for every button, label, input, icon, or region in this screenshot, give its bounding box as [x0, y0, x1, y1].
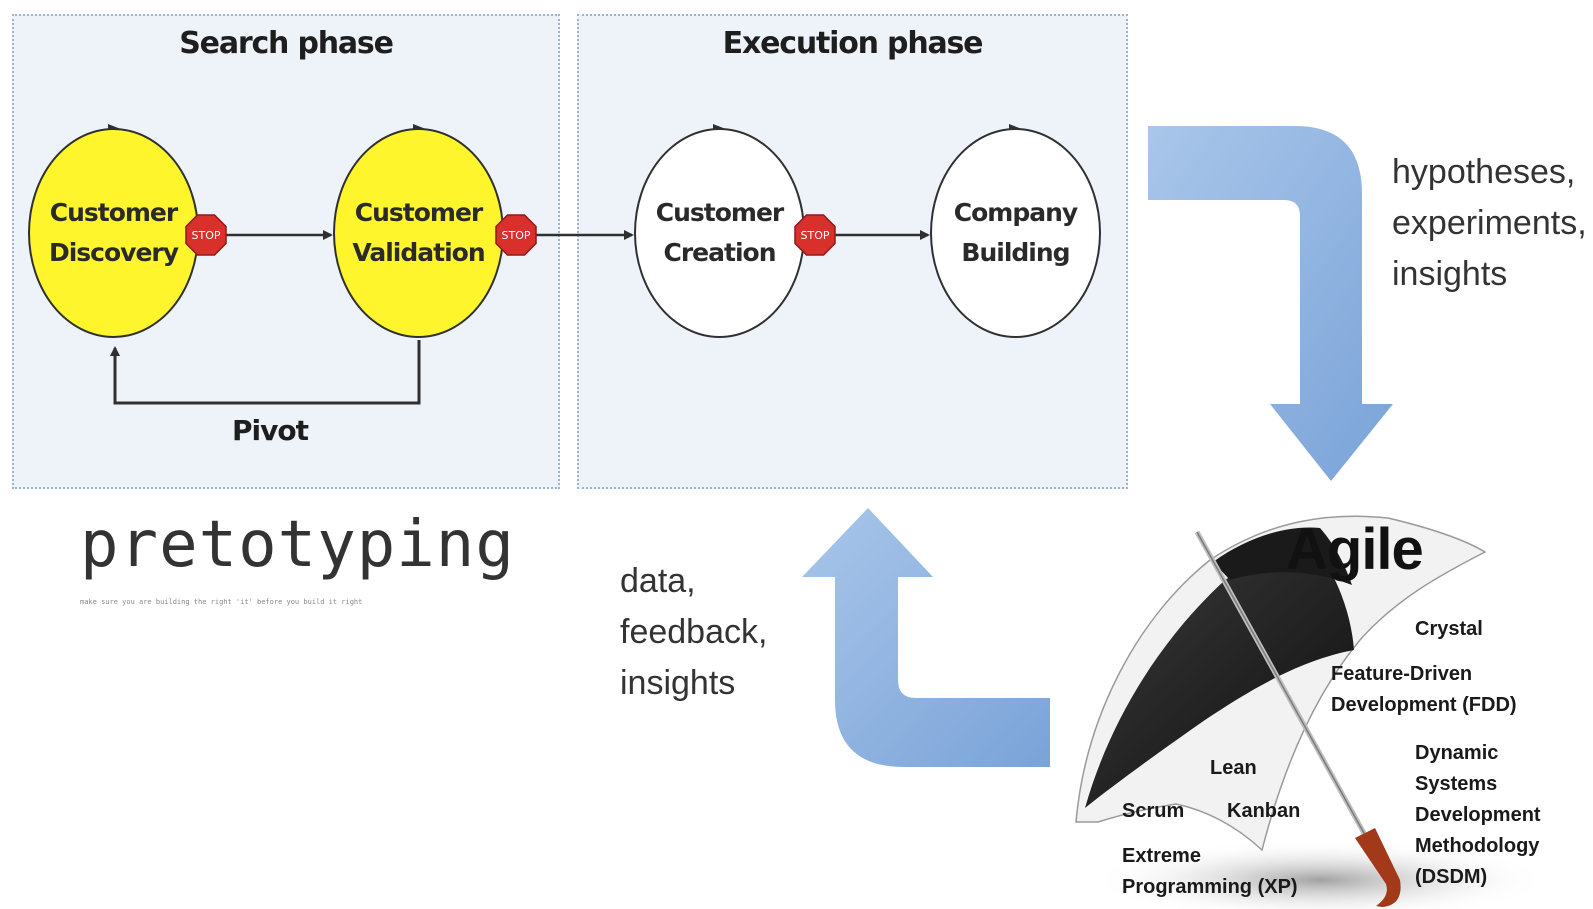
search-phase-title: Search phase — [179, 26, 394, 61]
agile-title: Agile — [1286, 517, 1424, 582]
umbrella-canopy-dark-top — [1213, 527, 1352, 585]
pretotyping-tagline: make sure you are building the right 'it… — [80, 598, 363, 606]
pivot-loop-arrow — [110, 340, 421, 405]
agile-umbrella — [1075, 515, 1550, 909]
customer-validation-label: Customer Validation — [352, 198, 485, 267]
stop-sign-text: STOP — [502, 229, 531, 242]
method-kanban: Kanban — [1227, 800, 1301, 822]
customer-creation-node: Customer Creation — [634, 128, 805, 338]
stop-sign-text: STOP — [801, 229, 830, 242]
stop-sign-text: STOP — [192, 229, 221, 242]
pivot-label: Pivot — [232, 414, 309, 447]
method-lean: Lean — [1210, 757, 1257, 779]
company-building-label: Company Building — [953, 198, 1078, 267]
customer-validation-node: Customer Validation — [333, 128, 504, 338]
pretotyping-logo: pretotyping — [80, 508, 515, 582]
customer-discovery-node: Customer Discovery — [28, 128, 199, 338]
outgoing-loop-text: hypotheses, experiments, insights — [1392, 153, 1587, 293]
method-scrum: Scrum — [1122, 800, 1185, 822]
customer-creation-label: Customer Creation — [655, 198, 784, 267]
incoming-loop-arrow — [802, 508, 1050, 767]
method-dsdm: Dynamic Systems Development Methodology … — [1415, 742, 1541, 888]
umbrella-canopy-dark — [1085, 558, 1354, 808]
customer-discovery-label: Customer Discovery — [48, 198, 179, 267]
umbrella-ground-shadow — [1090, 840, 1550, 909]
method-crystal: Crystal — [1415, 618, 1483, 640]
method-fdd: Feature-Driven Development (FDD) — [1331, 663, 1517, 716]
execution-phase-title: Execution phase — [722, 26, 984, 61]
umbrella-handle — [1355, 828, 1401, 907]
stop-sign-icon: STOP — [185, 214, 227, 256]
stop-sign-icon: STOP — [495, 214, 537, 256]
outgoing-loop-arrow — [1148, 126, 1393, 481]
incoming-loop-text: data, feedback, insights — [620, 562, 768, 702]
company-building-node: Company Building — [930, 128, 1101, 338]
stop-sign-icon: STOP — [794, 214, 836, 256]
method-xp: Extreme Programming (XP) — [1122, 845, 1298, 898]
